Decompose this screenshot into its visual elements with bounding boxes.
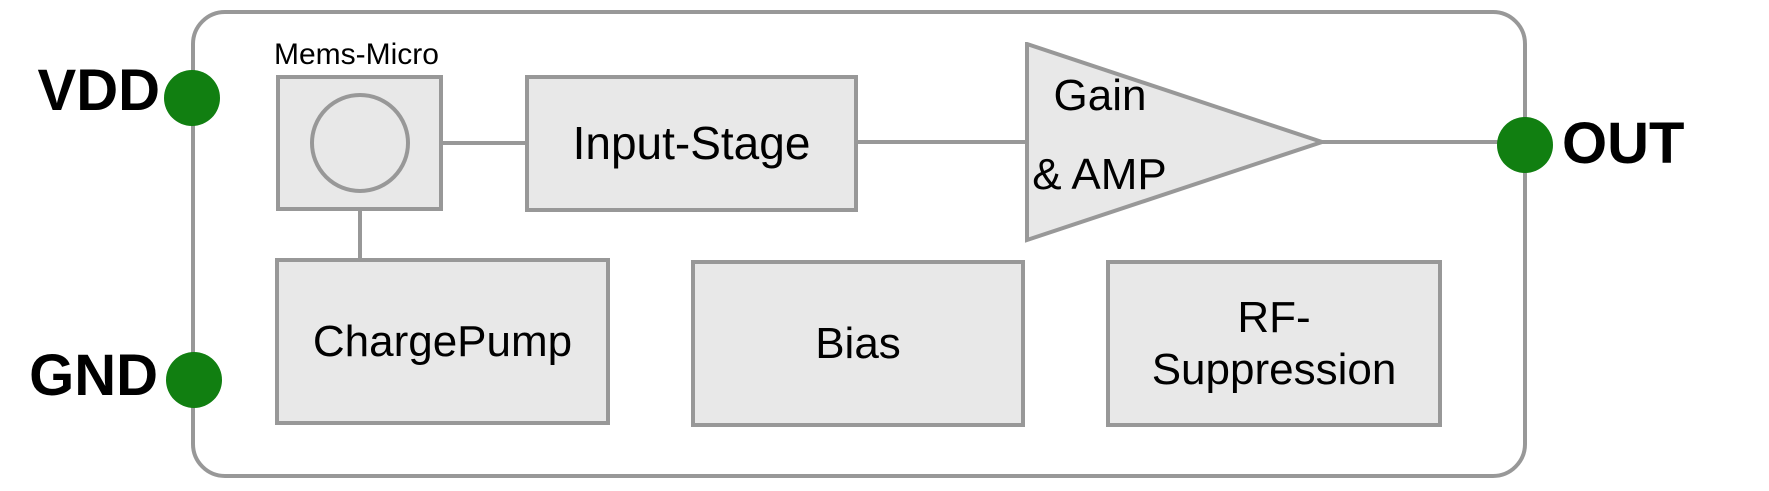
wire-mems-to-chargepump [358,209,362,261]
rf-suppression-line2: Suppression [1151,344,1397,394]
out-pin-dot-icon [1497,117,1553,173]
rf-suppression-label: RF- Suppression [1152,292,1397,396]
charge-pump-label: ChargePump [312,316,573,366]
amp-label-line1: Gain [1053,71,1147,120]
vdd-pin-dot-icon [164,70,220,126]
rf-suppression-line1: RF- [1237,292,1311,342]
chip-outline [191,10,1527,478]
out-pin-label: OUT [1562,111,1685,176]
input-stage-label: Input-Stage [572,117,811,170]
gnd-pin-label: GND [29,343,158,408]
wire-inputstage-to-amp [858,140,1029,144]
gnd-pin-dot-icon [166,352,222,408]
amplifier-triangle-icon [1025,42,1325,243]
rf-suppression-block: RF- Suppression [1106,260,1442,427]
mems-micro-label: Mems-Micro [274,38,439,71]
wire-amp-to-out [1320,140,1500,144]
mems-membrane-circle-icon [310,93,410,193]
wire-mems-to-inputstage [443,141,529,145]
bias-label: Bias [815,318,901,368]
charge-pump-block: ChargePump [275,258,610,425]
bias-block: Bias [691,260,1025,427]
vdd-pin-label: VDD [37,58,160,123]
input-stage-block: Input-Stage [525,75,858,212]
amp-label-line2: & AMP [1032,150,1167,199]
